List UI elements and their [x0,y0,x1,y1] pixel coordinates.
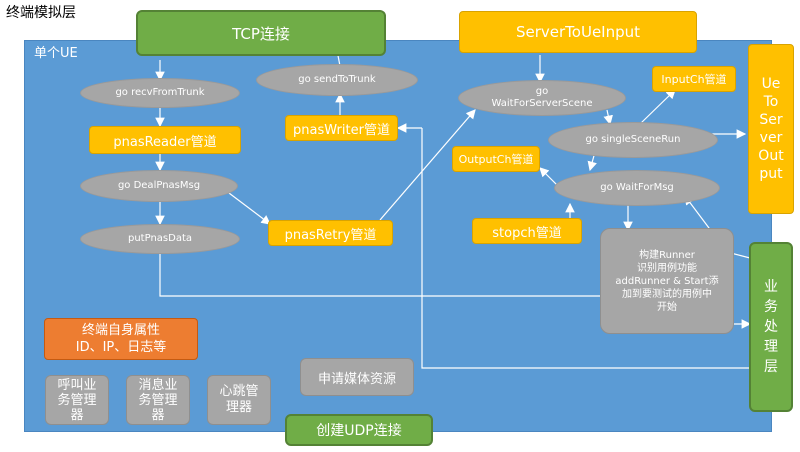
terminal-attributes-line: ID、IP、日志等 [75,340,167,355]
pnas-reader-pipe: pnasReader管道 [89,126,241,154]
message-manager-line: 务管理 [138,392,178,408]
media-resource-request-box: 申请媒体资源 [300,358,414,396]
runner-line: addRunner & Start添 [615,275,719,287]
pnas-writer-pipe: pnasWriter管道 [285,115,398,141]
go-wait-for-msg-node: go WaitForMsg [554,170,720,206]
input-ch-pipe: InputCh管道 [652,66,736,92]
call-manager-line: 务管理 [57,392,97,408]
output-ch-pipe: OutputCh管道 [452,146,540,172]
node-line: go [535,86,549,97]
message-manager-line: 器 [151,407,165,423]
message-manager-line: 消息业 [138,377,178,393]
runner-line: 构建Runner [639,249,695,261]
ue-to-server-output-line: ver [759,130,783,146]
ue-to-server-output-box: Ue To Ser ver Out put [748,44,794,214]
ue-to-server-output-line: Out [758,148,784,164]
go-single-scene-run-node: go singleSceneRun [548,122,718,158]
business-layer-line: 理 [764,339,778,355]
business-layer-line: 业 [764,279,778,295]
ue-label: 单个UE [34,46,78,61]
runner-line: 识别用例功能 [637,262,697,274]
udp-connection-box: 创建UDP连接 [285,414,433,446]
page-title: 终端模拟层 [6,5,76,21]
stopch-pipe: stopch管道 [472,218,582,244]
put-pnas-data-node: putPnasData [80,224,240,254]
call-manager-line: 器 [70,407,84,423]
business-layer-box: 业 务 处 理 层 [749,242,793,412]
business-layer-line: 处 [764,319,778,335]
ue-to-server-output-line: put [759,166,783,182]
go-send-to-trunk-node: go sendToTrunk [256,64,418,96]
terminal-attributes-box: 终端自身属性 ID、IP、日志等 [44,318,198,360]
go-recv-from-trunk-node: go recvFromTrunk [80,78,240,108]
call-service-manager-box: 呼叫业 务管理 器 [45,375,109,425]
ue-to-server-output-line: Ser [759,112,783,128]
go-deal-pnas-msg-node: go DealPnasMsg [80,170,238,202]
heartbeat-manager-line: 心跳管 [219,384,259,399]
server-to-ue-input-box: ServerToUeInput [459,11,697,53]
call-manager-line: 呼叫业 [57,377,97,393]
heartbeat-manager-line: 理器 [225,400,252,415]
tcp-connection-box: TCP连接 [136,10,386,56]
go-wait-for-server-scene-node: go WaitForServerScene [458,80,626,116]
runner-line: 加到要测试的用例中 [622,288,712,300]
terminal-attributes-line: 终端自身属性 [81,323,160,338]
runner-box: 构建Runner 识别用例功能 addRunner & Start添 加到要测试… [600,228,734,334]
business-layer-line: 务 [764,299,778,315]
runner-line: 开始 [657,301,677,313]
heartbeat-manager-box: 心跳管 理器 [207,375,271,425]
pnas-retry-pipe: pnasRetry管道 [268,220,393,246]
ue-to-server-output-line: Ue [761,76,781,92]
ue-to-server-output-line: To [763,94,779,110]
node-line: WaitForServerScene [491,98,593,109]
business-layer-line: 层 [764,359,778,375]
message-service-manager-box: 消息业 务管理 器 [126,375,190,425]
